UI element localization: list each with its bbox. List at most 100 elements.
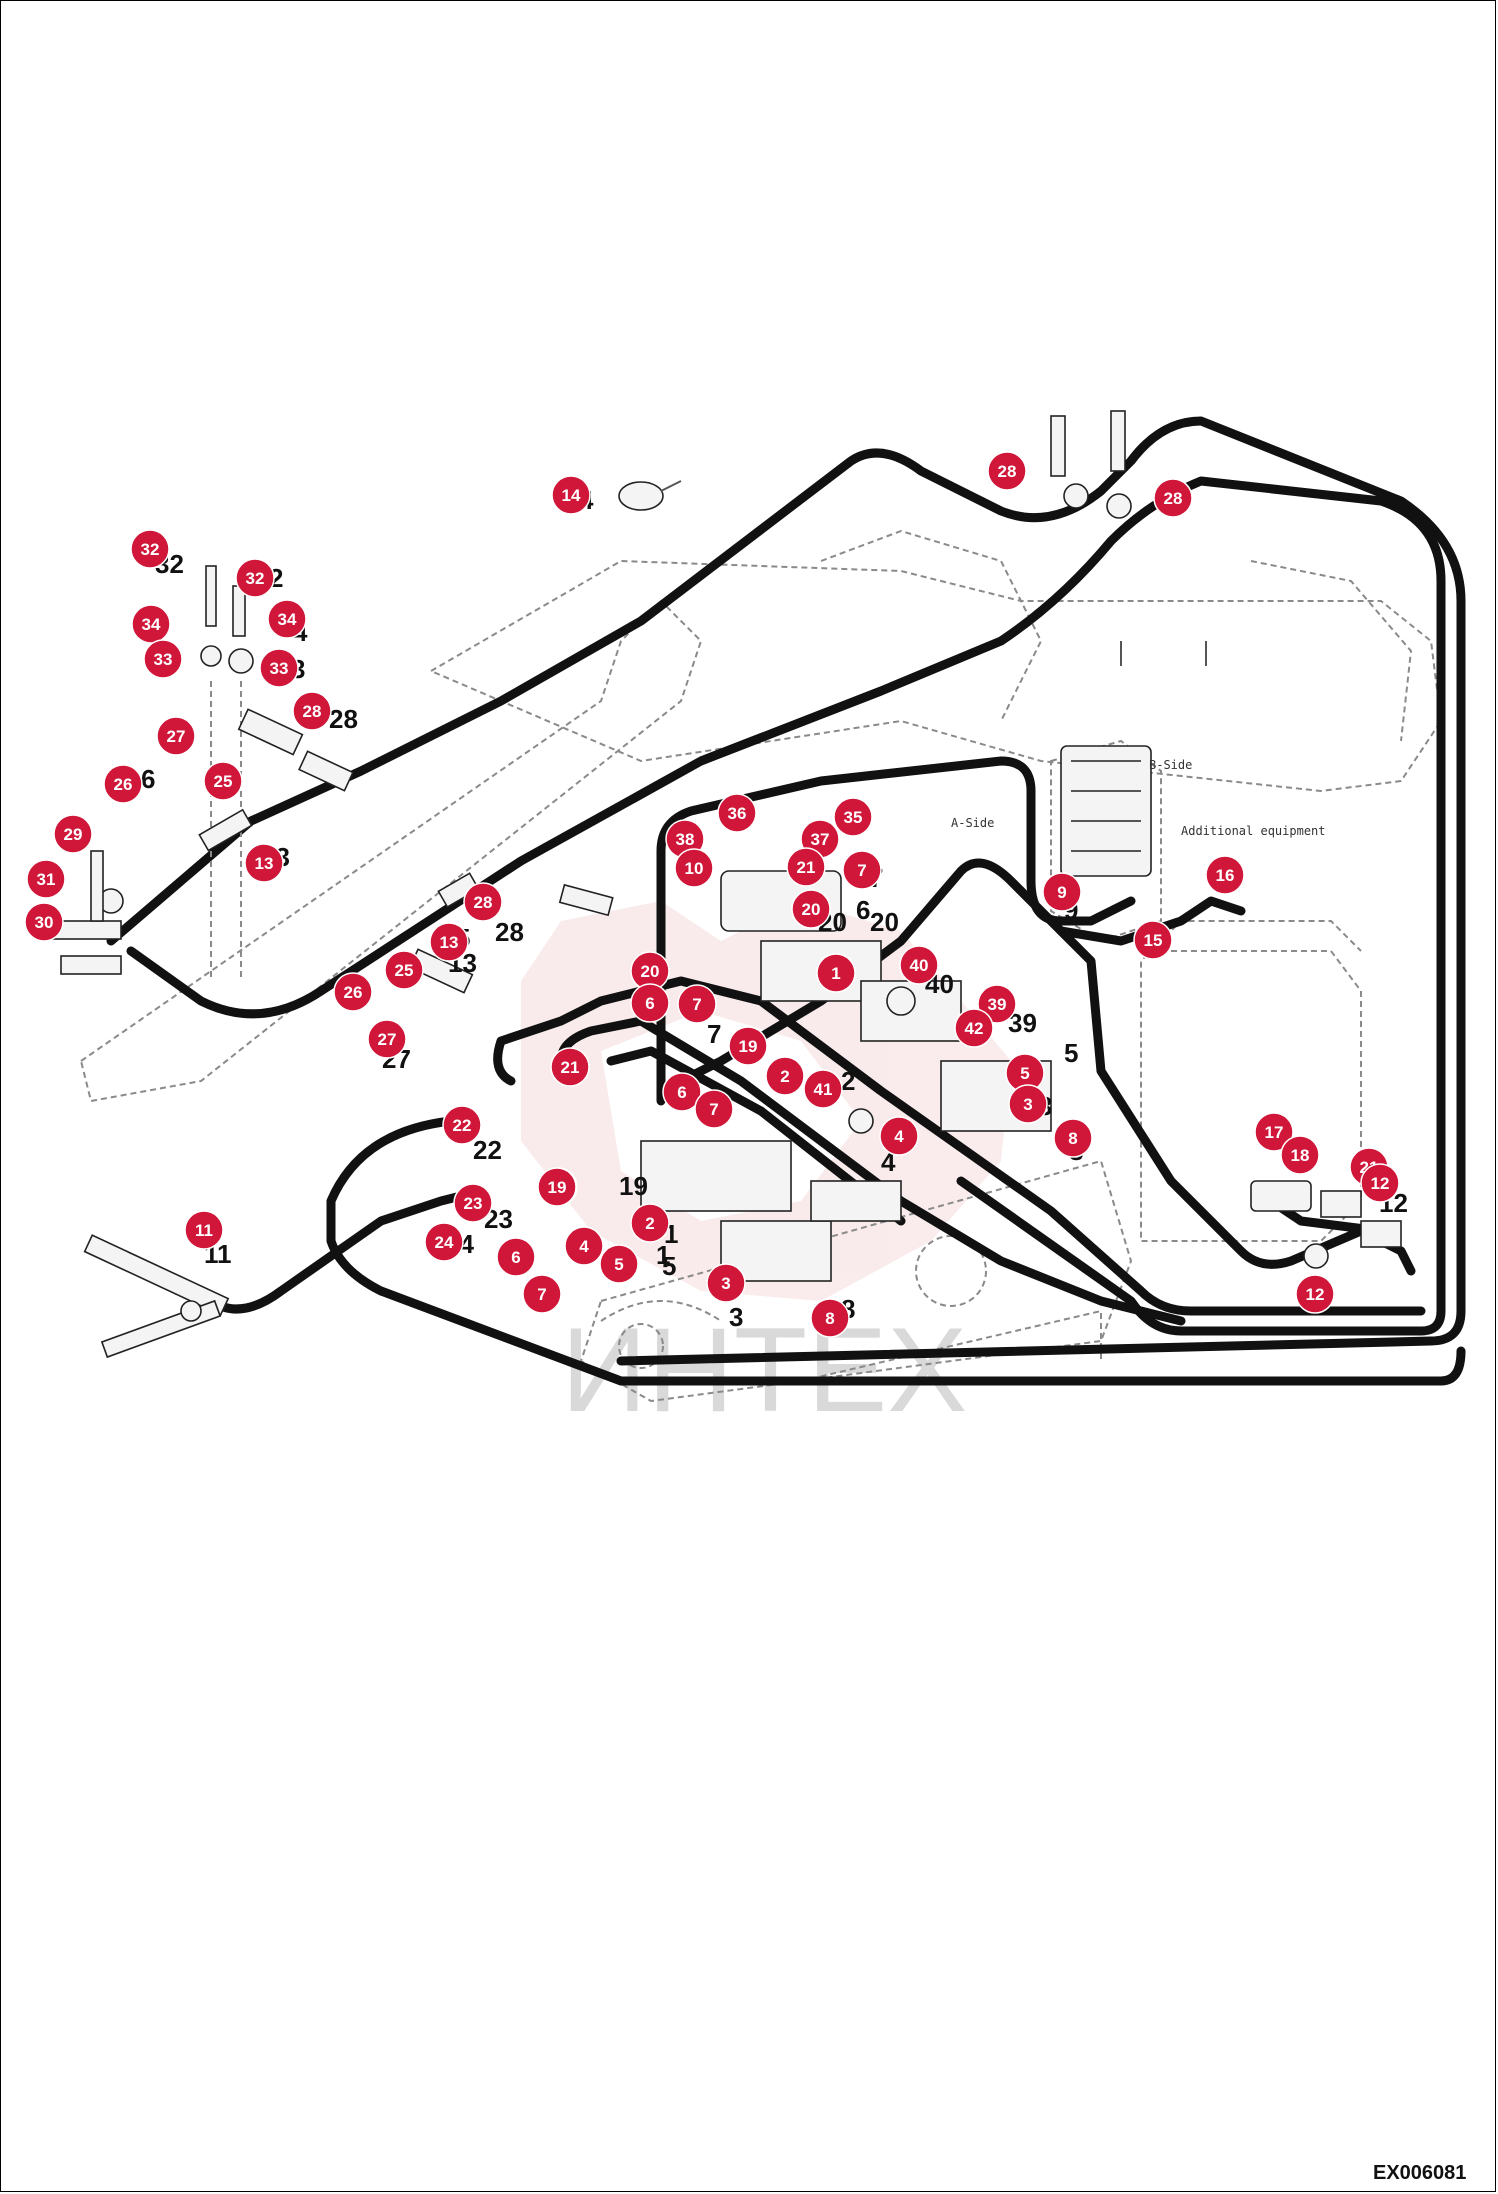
callout-circle bbox=[1360, 1163, 1400, 1203]
callout-number: 26 bbox=[114, 775, 133, 794]
callout-circle bbox=[130, 529, 170, 569]
callout-22: 22 bbox=[442, 1105, 482, 1145]
part-number-28: 28 bbox=[329, 704, 358, 734]
callout-number: 7 bbox=[692, 995, 701, 1014]
callout-number: 25 bbox=[214, 772, 233, 791]
part-number-5: 5 bbox=[662, 1251, 676, 1281]
callout-number: 6 bbox=[677, 1083, 686, 1102]
callout-number: 4 bbox=[894, 1127, 904, 1146]
callout-circle bbox=[143, 639, 183, 679]
callout-number: 6 bbox=[511, 1248, 520, 1267]
callout-circle bbox=[259, 648, 299, 688]
callout-7: 7 bbox=[522, 1274, 562, 1314]
callout-3: 3 bbox=[706, 1263, 746, 1303]
callout-9: 9 bbox=[1042, 872, 1082, 912]
top-fittings-28 bbox=[1050, 410, 1132, 519]
callout-number: 11 bbox=[195, 1221, 213, 1240]
callout-circle bbox=[630, 983, 670, 1023]
callout-32: 32 bbox=[130, 529, 170, 569]
callout-27: 27 bbox=[367, 1019, 407, 1059]
b-side-label: B-Side bbox=[1149, 758, 1192, 772]
callout-circle bbox=[1280, 1135, 1320, 1175]
callout-circle bbox=[1295, 1274, 1335, 1314]
callout-circle bbox=[453, 1183, 493, 1223]
part-number-28: 28 bbox=[495, 917, 524, 947]
callout-circle bbox=[706, 1263, 746, 1303]
quick-coupler-fittings bbox=[50, 850, 124, 975]
callout-circle bbox=[674, 848, 714, 888]
callout-28: 28 bbox=[987, 451, 1027, 491]
callout-circle bbox=[1133, 920, 1173, 960]
callout-circle bbox=[677, 984, 717, 1024]
callout-number: 34 bbox=[278, 610, 297, 629]
callout-circle bbox=[103, 764, 143, 804]
callout-number: 28 bbox=[303, 702, 322, 721]
callout-number: 28 bbox=[998, 462, 1017, 481]
callout-32: 32 bbox=[235, 558, 275, 598]
callout-28: 28 bbox=[292, 691, 332, 731]
part-number-2: 2 bbox=[841, 1066, 855, 1096]
callout-number: 24 bbox=[435, 1233, 454, 1252]
callout-31: 31 bbox=[26, 859, 66, 899]
callout-6: 6 bbox=[662, 1072, 702, 1112]
callout-number: 15 bbox=[1144, 931, 1163, 950]
callout-number: 29 bbox=[64, 825, 83, 844]
callout-24: 24 bbox=[424, 1222, 464, 1262]
callout-number: 17 bbox=[1265, 1123, 1284, 1142]
callout-number: 30 bbox=[35, 913, 54, 932]
callout-circle bbox=[630, 1203, 670, 1243]
callout-circle bbox=[954, 1008, 994, 1048]
document-code: EX006081 bbox=[1373, 2162, 1466, 2184]
callout-circle bbox=[1008, 1084, 1048, 1124]
left-fitting-11 bbox=[83, 1234, 230, 1359]
tank-fittings bbox=[1250, 1180, 1402, 1269]
callout-circle bbox=[24, 902, 64, 942]
callout-26: 26 bbox=[333, 972, 373, 1012]
callout-15: 15 bbox=[1133, 920, 1173, 960]
callout-27: 27 bbox=[156, 716, 196, 756]
callout-circle bbox=[599, 1244, 639, 1284]
callout-1: 1 bbox=[816, 953, 856, 993]
callout-2: 2 bbox=[630, 1203, 670, 1243]
callout-34: 34 bbox=[131, 604, 171, 644]
callout-number: 21 bbox=[797, 858, 816, 877]
callout-circle bbox=[522, 1274, 562, 1314]
callout-circle bbox=[184, 1210, 224, 1250]
part-number-22: 22 bbox=[473, 1135, 502, 1165]
a-side-label: A-Side bbox=[951, 816, 994, 830]
callout-circle bbox=[26, 859, 66, 899]
callout-2: 2 bbox=[765, 1056, 805, 1096]
callout-19: 19 bbox=[728, 1026, 768, 1066]
callout-number: 3 bbox=[721, 1274, 730, 1293]
callout-19: 19 bbox=[537, 1167, 577, 1207]
callout-number: 28 bbox=[474, 893, 493, 912]
callout-circle bbox=[564, 1226, 604, 1266]
callout-circle bbox=[816, 953, 856, 993]
callout-number: 23 bbox=[464, 1194, 483, 1213]
callout-28: 28 bbox=[1153, 478, 1193, 518]
callout-circle bbox=[333, 972, 373, 1012]
callout-circle bbox=[424, 1222, 464, 1262]
callout-number: 22 bbox=[453, 1116, 472, 1135]
callout-4: 4 bbox=[564, 1226, 604, 1266]
callout-number: 32 bbox=[141, 540, 160, 559]
callout-number: 33 bbox=[270, 659, 289, 678]
callout-number: 33 bbox=[154, 650, 173, 669]
callout-number: 2 bbox=[780, 1067, 789, 1086]
callout-26: 26 bbox=[103, 764, 143, 804]
callout-number: 27 bbox=[167, 727, 186, 746]
callout-number: 35 bbox=[844, 808, 863, 827]
callout-29: 29 bbox=[53, 814, 93, 854]
callout-number: 31 bbox=[37, 870, 56, 889]
callout-number: 19 bbox=[739, 1037, 758, 1056]
callout-number: 7 bbox=[857, 861, 866, 880]
callout-number: 40 bbox=[910, 956, 929, 975]
callout-8: 8 bbox=[1053, 1118, 1093, 1158]
callout-circle bbox=[496, 1237, 536, 1277]
callout-circle bbox=[662, 1072, 702, 1112]
callout-20: 20 bbox=[791, 889, 831, 929]
callout-21: 21 bbox=[786, 847, 826, 887]
callout-circle bbox=[717, 793, 757, 833]
